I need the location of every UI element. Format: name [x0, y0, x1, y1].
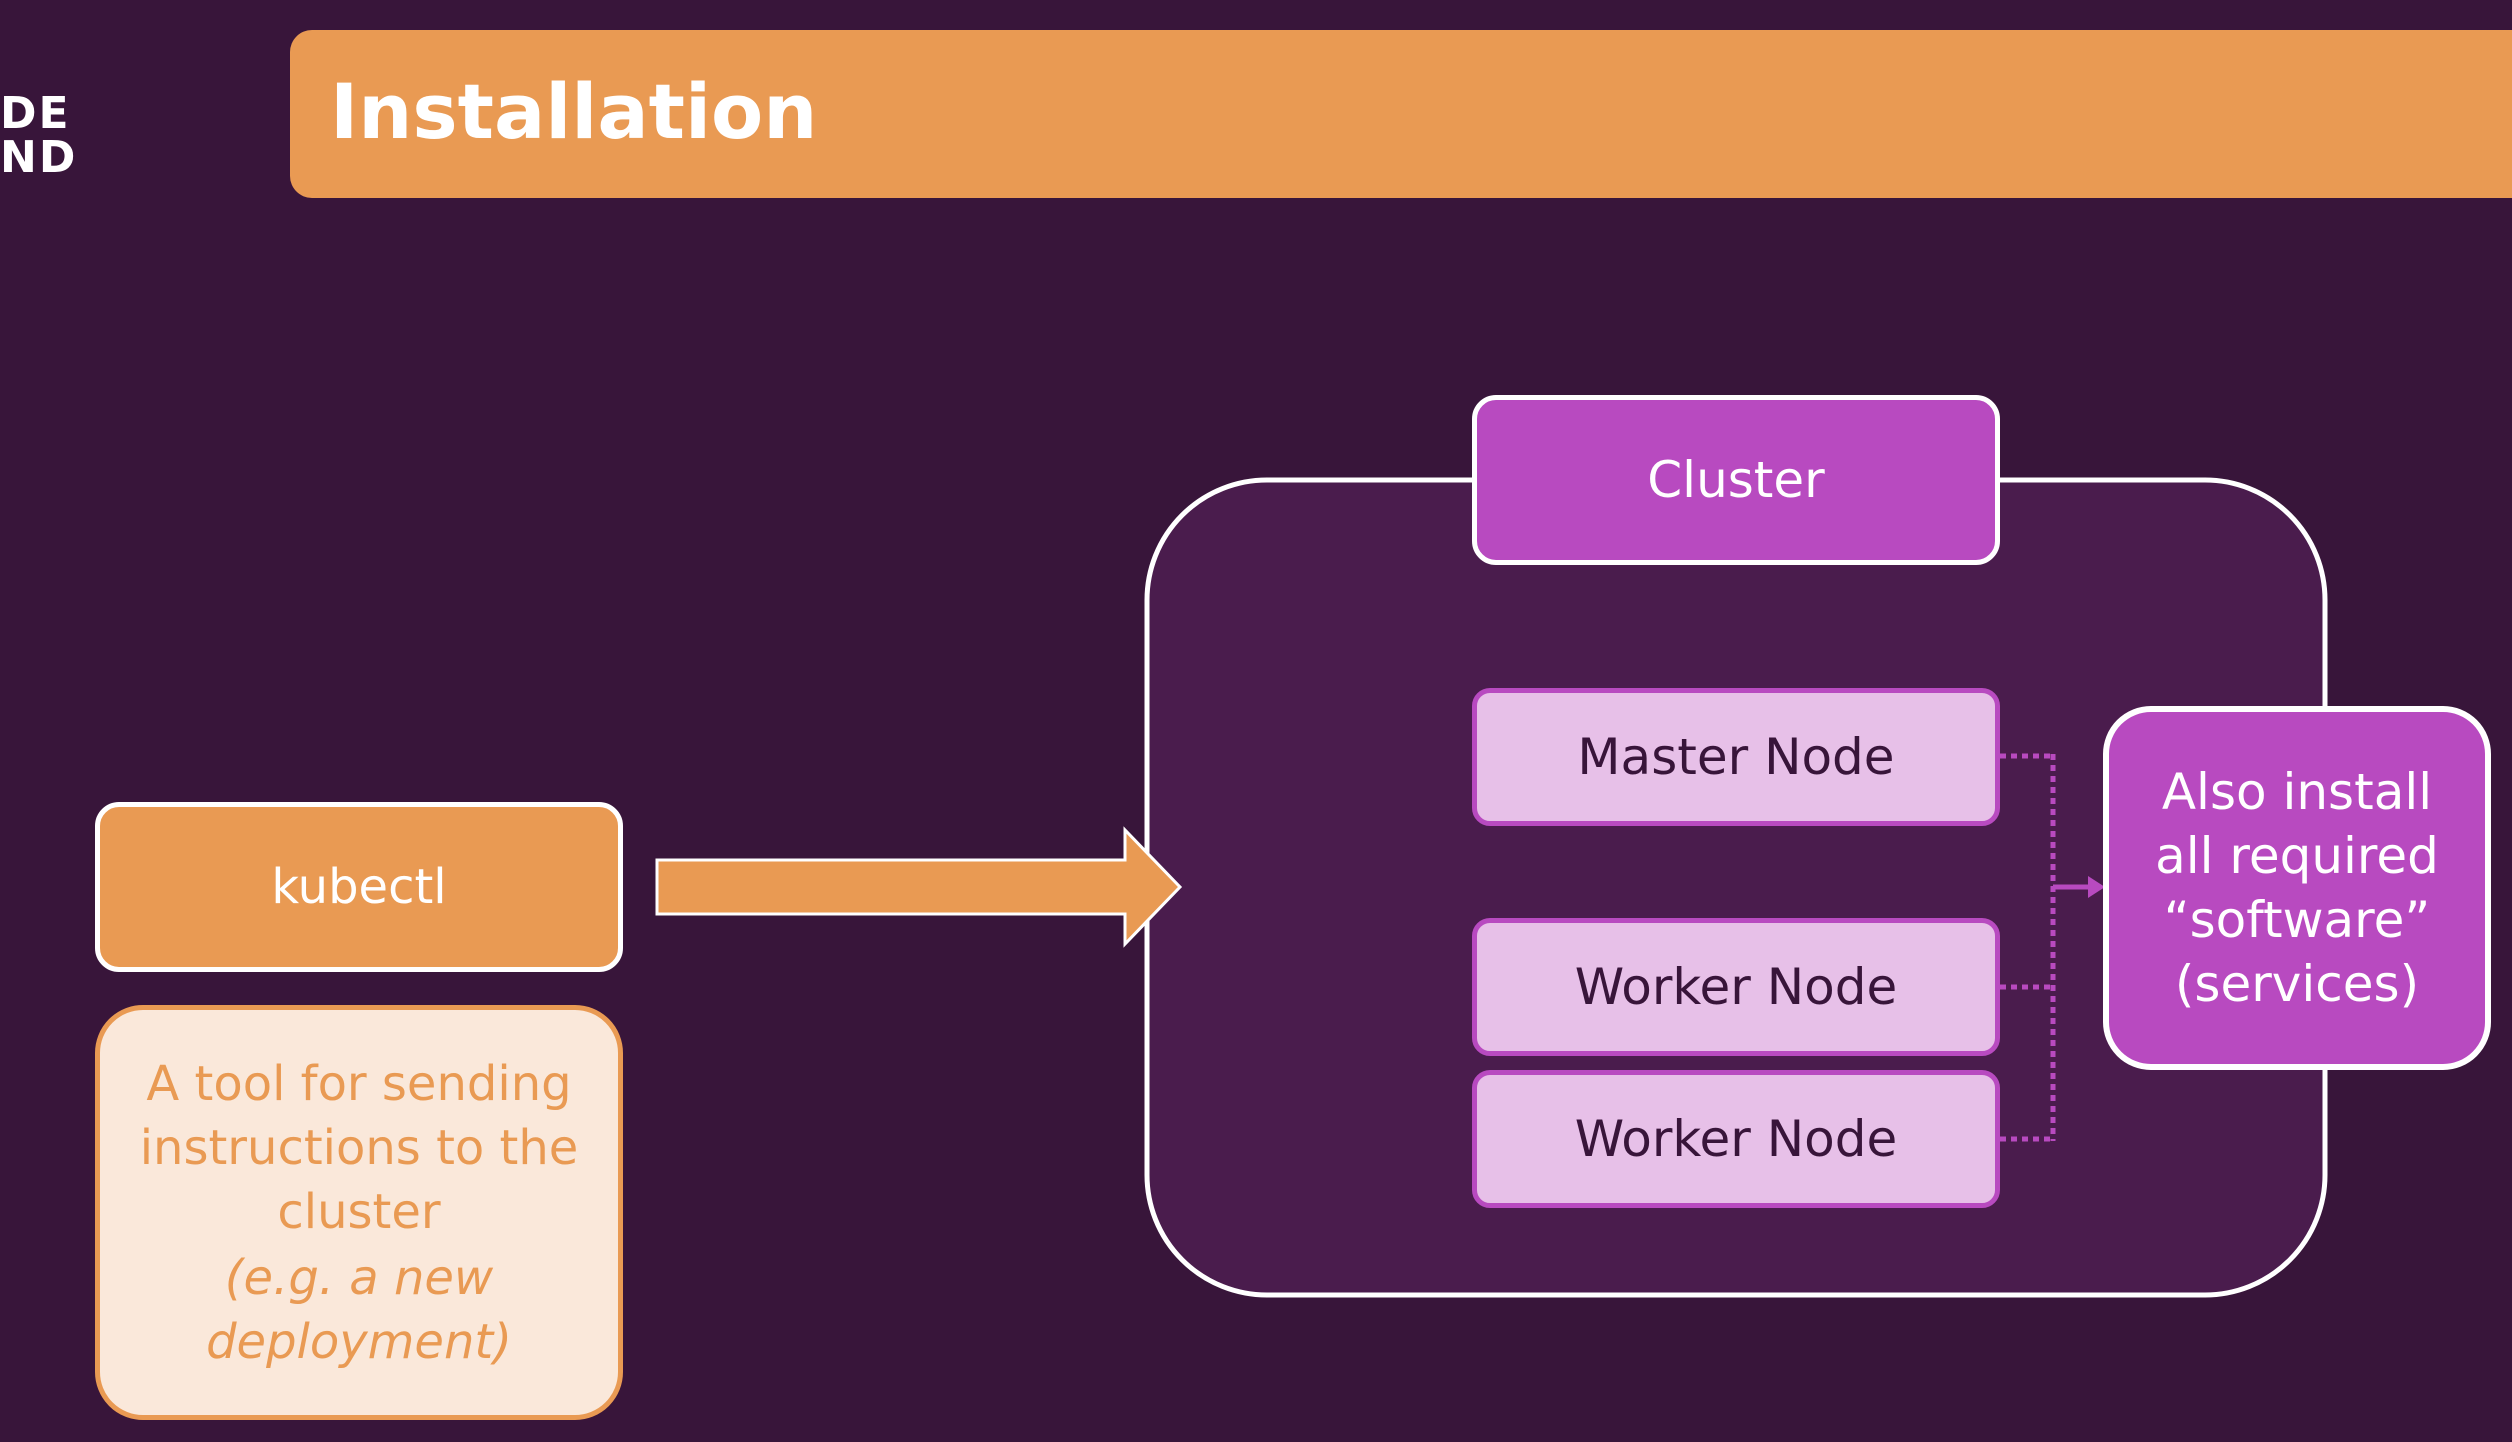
- connector-arrowhead: [2088, 876, 2105, 898]
- logo: DE ND: [0, 92, 77, 180]
- worker-node-box-1: Worker Node: [1472, 918, 2000, 1056]
- worker-node-label-2: Worker Node: [1574, 1110, 1898, 1168]
- node-connectors: [2000, 753, 2056, 1142]
- title-bar: [290, 30, 2512, 198]
- logo-line-1: DE: [0, 88, 71, 139]
- logo-line-2: ND: [0, 132, 78, 183]
- kubectl-box: kubectl: [95, 802, 623, 972]
- services-box: Also install all required “software” (se…: [2103, 706, 2491, 1070]
- cluster-label-box: Cluster: [1472, 395, 2000, 565]
- master-node-box: Master Node: [1472, 688, 2000, 826]
- master-node-label: Master Node: [1577, 728, 1895, 786]
- arrow-kubectl-to-cluster: [655, 826, 1183, 948]
- worker-node-label-1: Worker Node: [1574, 958, 1898, 1016]
- kubectl-description: A tool for sending instructions to the c…: [139, 1055, 579, 1240]
- kubectl-example: (e.g. a new deployment): [206, 1249, 512, 1370]
- cluster-label: Cluster: [1647, 451, 1825, 509]
- services-text: Also install all required “software” (se…: [2155, 763, 2439, 1013]
- kubectl-description-box: A tool for sending instructions to the c…: [95, 1005, 623, 1420]
- slide-title: Installation: [330, 67, 818, 156]
- top-edge-line: [0, 0, 2512, 6]
- worker-node-box-2: Worker Node: [1472, 1070, 2000, 1208]
- kubectl-label: kubectl: [271, 859, 447, 915]
